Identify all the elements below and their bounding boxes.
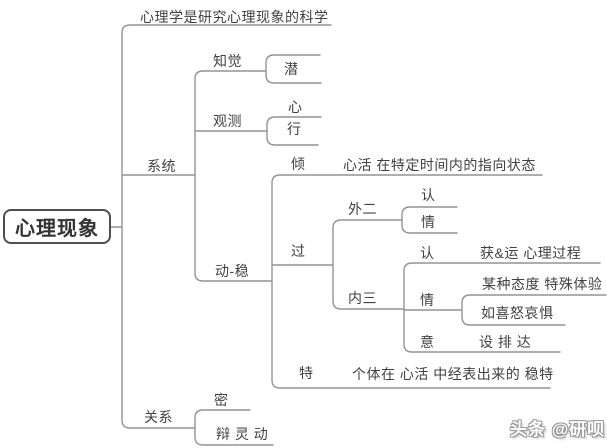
topic-outer-qing: 情 [421,214,436,230]
topic-inner-qing-note: 某种态度 特殊体验 [482,276,603,292]
topic-inner-three: 内三 [348,290,377,306]
topic-xing: 行 [287,121,302,137]
root-topic: 心理现象 [3,209,111,244]
topic-trait-note: 个体在 心活 中经表出来的 稳特 [352,366,554,382]
topic-mi: 密 [214,392,229,408]
topic-system: 系统 [147,158,176,174]
topic-dynamic: 动-稳 [215,263,250,279]
topic-inner-qing-note2: 如喜怒哀惧 [481,305,554,321]
topic-process: 过 [291,243,306,259]
topic-relation: 关系 [144,409,173,425]
topic-inner-qing: 情 [420,292,435,308]
branch-qian-bracket [265,54,322,84]
topic-trait: 特 [299,365,314,381]
topic-outer-two: 外二 [348,201,377,217]
watermark-toutiao: 头条 @研呗 [510,420,606,439]
topic-observe: 观测 [213,113,242,129]
branch-process-children [332,219,405,310]
branch-system-children [194,70,272,282]
branch-outer-children [401,206,458,234]
branch-xing-bracket [266,116,322,146]
topic-inner-yi: 意 [420,334,435,350]
topic-outer-ren: 认 [421,187,436,203]
branch-relation-children [194,409,274,446]
topic-inner-ren-note: 获&运 心理过程 [480,245,582,261]
branch-inner-children [403,262,601,353]
topic-tendency: 倾 [291,156,306,172]
branch-dynamic-children [271,174,551,389]
topic-qian: 潜 [284,61,299,77]
branch-qing-children [461,294,607,326]
topic-inner-ren: 认 [420,245,435,261]
topic-xin: 心 [288,99,303,115]
topic-top-note: 心理学是研究心理现象的科学 [140,9,329,25]
topic-inner-yi-note: 设 排 达 [479,334,532,350]
topic-tendency-note: 心活 在特定时间内的指向状态 [343,157,536,173]
branch-root-children [121,24,332,429]
topic-bian: 辩 灵 动 [216,426,269,442]
topic-perception: 知觉 [213,53,242,69]
